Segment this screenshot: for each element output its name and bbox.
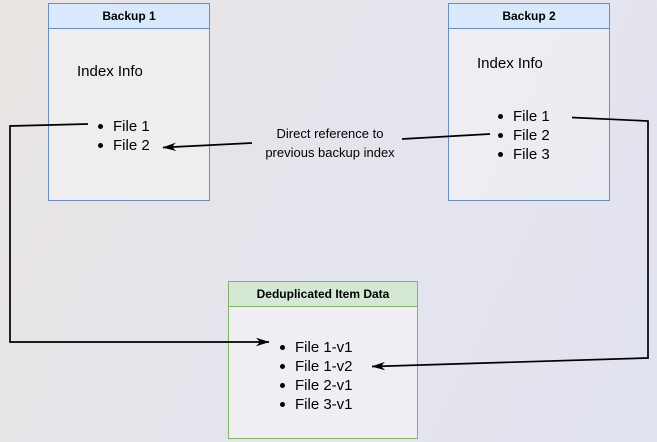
node-backup-2-title: Backup 2 bbox=[449, 4, 609, 29]
edge-label-direct-reference: Direct reference to previous backup inde… bbox=[220, 124, 440, 162]
node-dedup-title: Deduplicated Item Data bbox=[229, 282, 417, 307]
list-item-label: File 1-v2 bbox=[295, 358, 353, 375]
list-item: File 3 bbox=[498, 145, 550, 164]
bullet-icon bbox=[498, 152, 503, 157]
node-backup-1-file-list: File 1 File 2 bbox=[98, 117, 150, 155]
node-backup-2-file-list: File 1 File 2 File 3 bbox=[498, 107, 550, 164]
list-item: File 1-v1 bbox=[280, 338, 353, 357]
edge-label-line1: Direct reference to bbox=[276, 126, 384, 141]
list-item-label: File 2-v1 bbox=[295, 377, 353, 394]
node-backup-1: Backup 1 Index Info File 1 File 2 bbox=[48, 3, 210, 201]
bullet-icon bbox=[280, 402, 285, 407]
bullet-icon bbox=[280, 345, 285, 350]
edge-label-line2: previous backup index bbox=[265, 145, 395, 160]
list-item-label: File 2 bbox=[513, 127, 550, 144]
list-item: File 2-v1 bbox=[280, 376, 353, 395]
list-item-label: File 1 bbox=[113, 118, 150, 135]
list-item-label: File 2 bbox=[113, 137, 150, 154]
list-item-label: File 3-v1 bbox=[295, 396, 353, 413]
bullet-icon bbox=[498, 133, 503, 138]
list-item: File 2 bbox=[98, 136, 150, 155]
node-backup-1-subtitle: Index Info bbox=[77, 63, 143, 80]
node-dedup-file-list: File 1-v1 File 1-v2 File 2-v1 File 3-v1 bbox=[280, 338, 353, 414]
node-backup-2: Backup 2 Index Info File 1 File 2 File 3 bbox=[448, 3, 610, 201]
list-item: File 2 bbox=[498, 126, 550, 145]
list-item-label: File 1 bbox=[513, 108, 550, 125]
node-backup-2-subtitle: Index Info bbox=[477, 55, 543, 72]
list-item-label: File 1-v1 bbox=[295, 339, 353, 356]
list-item: File 1 bbox=[98, 117, 150, 136]
node-deduplicated-item-data: Deduplicated Item Data File 1-v1 File 1-… bbox=[228, 281, 418, 439]
bullet-icon bbox=[98, 143, 103, 148]
list-item: File 3-v1 bbox=[280, 395, 353, 414]
list-item: File 1 bbox=[498, 107, 550, 126]
list-item-label: File 3 bbox=[513, 146, 550, 163]
list-item: File 1-v2 bbox=[280, 357, 353, 376]
bullet-icon bbox=[98, 124, 103, 129]
node-backup-1-title: Backup 1 bbox=[49, 4, 209, 29]
bullet-icon bbox=[280, 364, 285, 369]
bullet-icon bbox=[498, 114, 503, 119]
bullet-icon bbox=[280, 383, 285, 388]
